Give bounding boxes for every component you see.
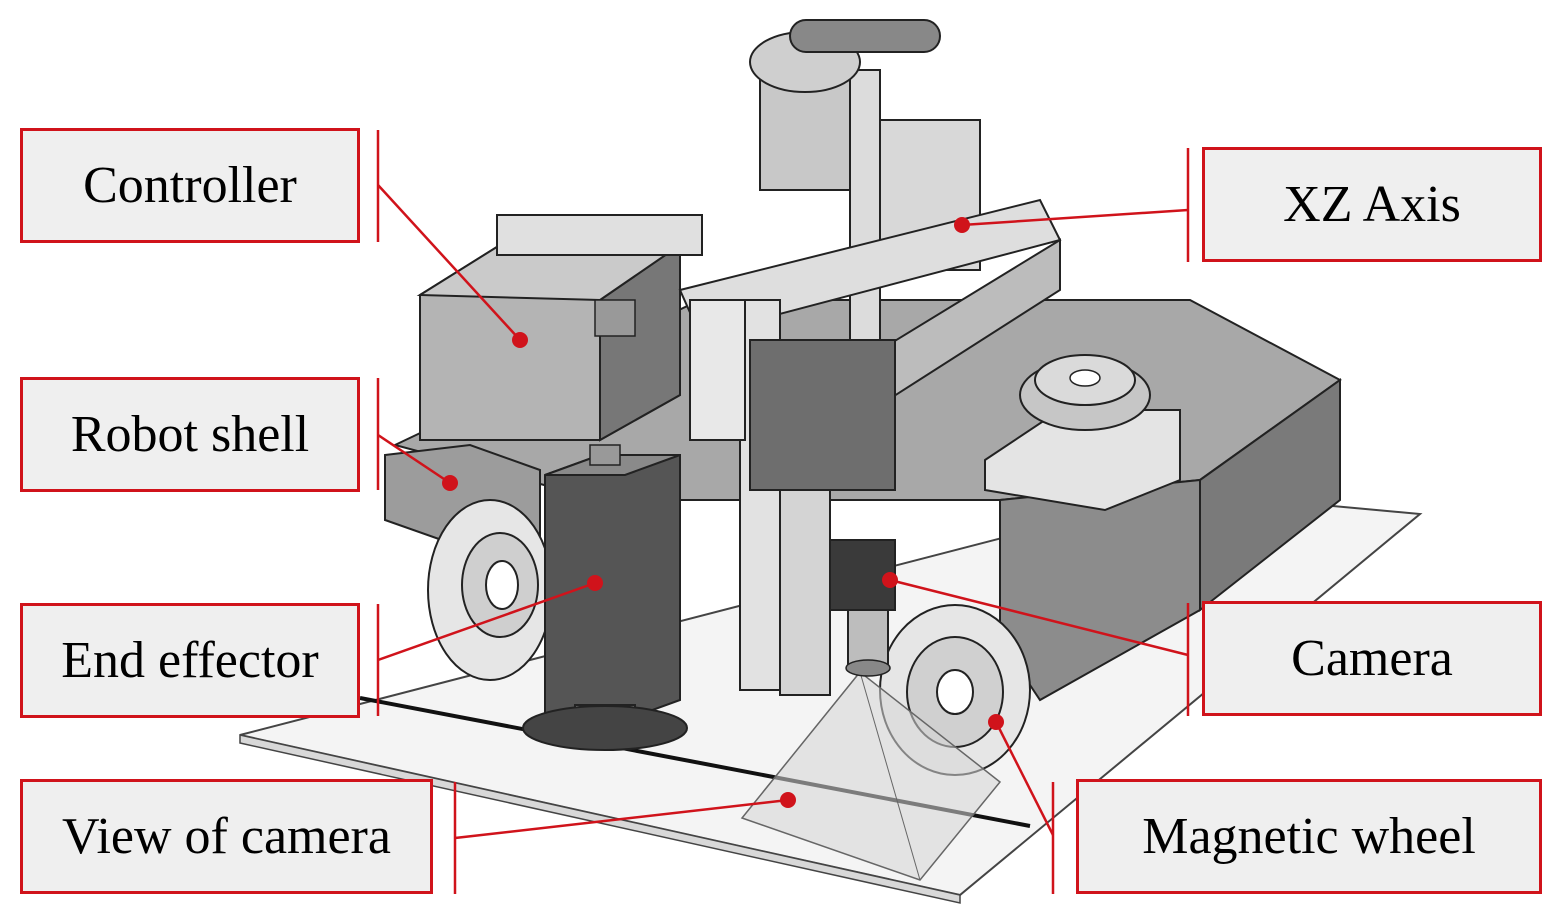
chassis-right <box>1199 378 1341 613</box>
label-view-of-camera-text: View of camera <box>62 808 391 865</box>
label-camera-text: Camera <box>1291 630 1453 687</box>
label-robot-shell: Robot shell <box>20 377 360 492</box>
callout-dots <box>442 217 1004 808</box>
controller-box <box>416 214 703 442</box>
label-magnetic-wheel: Magnetic wheel <box>1076 779 1542 894</box>
xz-axis-dot <box>954 217 970 233</box>
label-camera: Camera <box>1202 601 1542 716</box>
turntable <box>984 354 1181 512</box>
view-of-camera-dot <box>780 792 796 808</box>
magnetic-wheel-dot <box>988 714 1004 730</box>
controller-dot <box>512 332 528 348</box>
label-xz-axis: XZ Axis <box>1202 147 1542 262</box>
end-effector-dot <box>587 575 603 591</box>
callout-lines <box>376 130 1190 894</box>
end-effector <box>522 444 688 751</box>
label-magnetic-wheel-text: Magnetic wheel <box>1142 808 1476 865</box>
left-wheel <box>427 499 553 681</box>
xz-axis-assembly <box>678 19 1062 696</box>
label-xz-axis-text: XZ Axis <box>1283 176 1461 233</box>
label-end-effector: End effector <box>20 603 360 718</box>
label-view-of-camera: View of camera <box>20 779 433 894</box>
label-controller-text: Controller <box>83 157 297 214</box>
label-robot-shell-text: Robot shell <box>70 406 310 463</box>
label-end-effector-text: End effector <box>61 632 319 689</box>
robot-shell-dot <box>442 475 458 491</box>
steel-plate-edge <box>239 734 961 904</box>
camera-dot <box>882 572 898 588</box>
label-controller: Controller <box>20 128 360 243</box>
camera-unit <box>829 539 896 677</box>
